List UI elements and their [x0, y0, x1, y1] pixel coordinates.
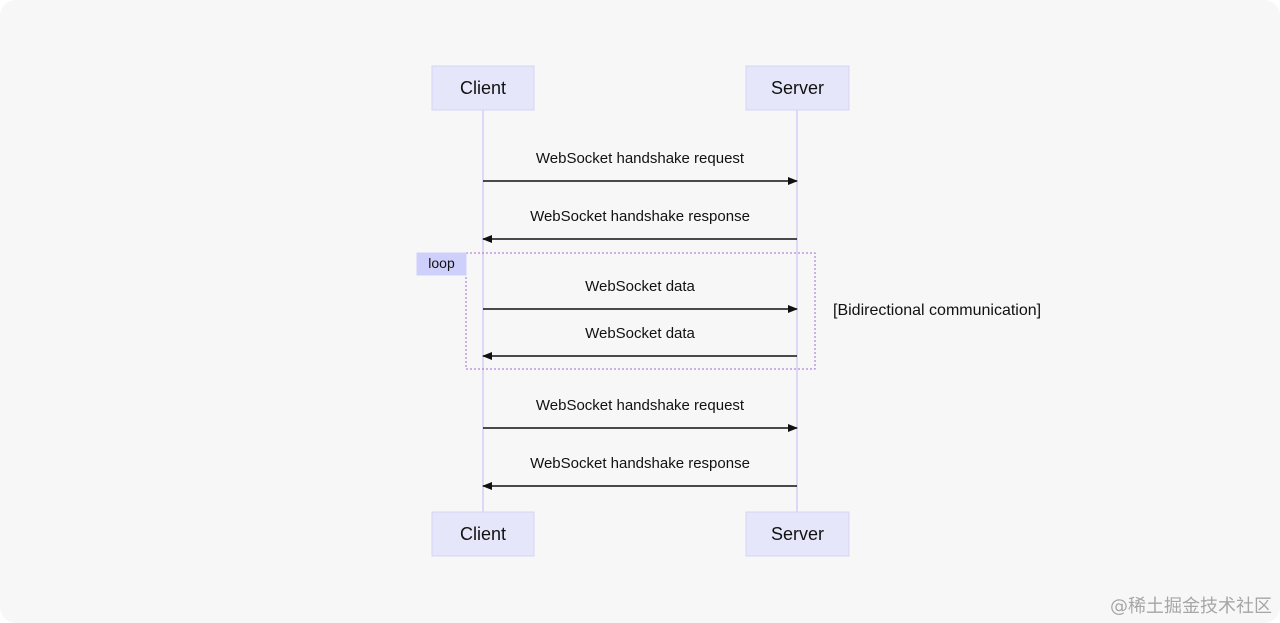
loop-condition: [Bidirectional communication] [833, 302, 1041, 319]
message-4-label: WebSocket data [585, 325, 695, 342]
server-top-label: Server [771, 78, 824, 98]
client-bottom-box: Client [431, 511, 535, 557]
server-bottom-box: Server [745, 511, 850, 557]
loop-frame [465, 252, 816, 370]
message-6: WebSocket handshake response [482, 455, 797, 490]
message-5: WebSocket handshake request [483, 397, 798, 432]
message-2-label: WebSocket handshake response [530, 208, 750, 225]
message-4: WebSocket data [482, 325, 797, 360]
client-top-box: Client [431, 65, 535, 111]
server-top-box: Server [745, 65, 850, 111]
message-6-label: WebSocket handshake response [530, 455, 750, 472]
loop-label: loop [428, 255, 455, 271]
message-2: WebSocket handshake response [482, 208, 797, 243]
message-3-label: WebSocket data [585, 278, 695, 295]
message-3: WebSocket data [483, 278, 798, 313]
loop-label-box: loop [416, 252, 467, 276]
watermark-text: @稀土掘金技术社区 [1110, 596, 1272, 617]
client-top-label: Client [460, 78, 506, 98]
client-bottom-label: Client [460, 524, 506, 544]
server-bottom-label: Server [771, 524, 824, 544]
message-1: WebSocket handshake request [483, 150, 798, 185]
message-1-label: WebSocket handshake request [536, 150, 745, 167]
message-5-label: WebSocket handshake request [536, 397, 745, 414]
